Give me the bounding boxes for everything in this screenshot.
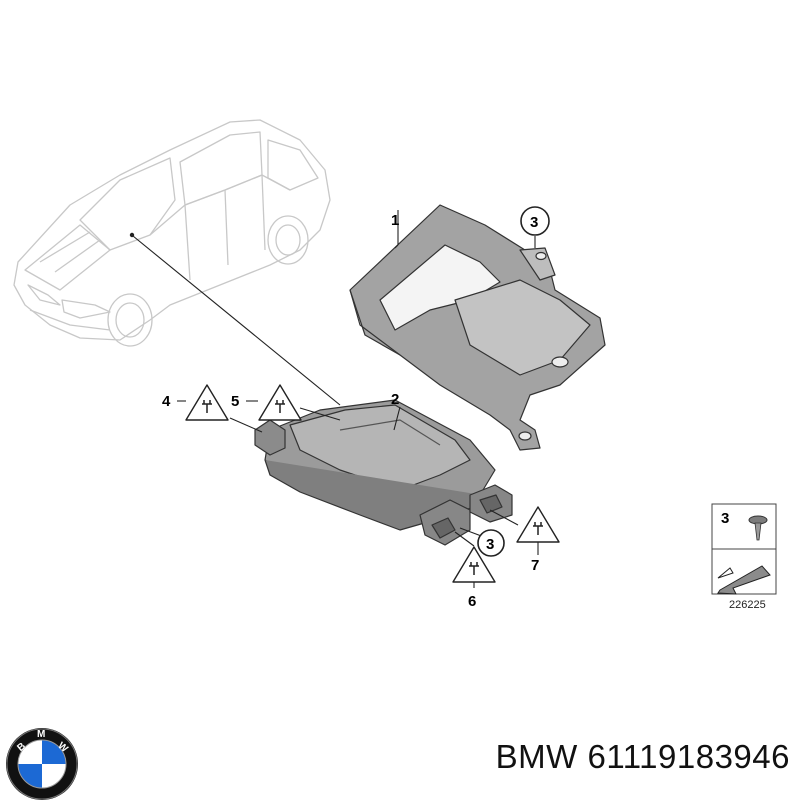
connector-symbol-4 — [185, 384, 229, 421]
screw-icon — [748, 515, 768, 541]
legend-box — [711, 503, 777, 595]
callout-3-top: 3 — [530, 214, 538, 231]
logo-letter-m: M — [37, 729, 45, 740]
part-number: 61119183946 — [587, 738, 790, 775]
location-leader — [132, 235, 341, 406]
vehicle-outline — [13, 119, 331, 347]
callout-3-bottom: 3 — [486, 536, 494, 553]
legend-item-number: 3 — [721, 510, 729, 527]
bmw-logo: B M W — [6, 728, 78, 800]
connector-symbol-5 — [258, 384, 302, 421]
callout-3-circle-top — [520, 206, 550, 236]
arrow-icon — [717, 565, 771, 595]
connector-symbol-6 — [452, 546, 496, 583]
callout-3-circle-bottom — [477, 529, 505, 557]
callout-6: 6 — [468, 593, 476, 610]
part-caption: BMW 61119183946 — [410, 738, 790, 776]
connector-symbol-7 — [516, 506, 560, 543]
leader-lines — [177, 210, 539, 588]
callout-5: 5 — [231, 393, 239, 410]
brand-name: BMW — [495, 738, 578, 775]
drawing-code: 226225 — [729, 599, 766, 611]
bracket-part — [349, 204, 606, 451]
callout-2: 2 — [391, 391, 399, 408]
callout-1: 1 — [391, 212, 399, 229]
callout-4: 4 — [162, 393, 171, 410]
control-module-part — [254, 399, 513, 546]
callout-7: 7 — [531, 557, 539, 574]
